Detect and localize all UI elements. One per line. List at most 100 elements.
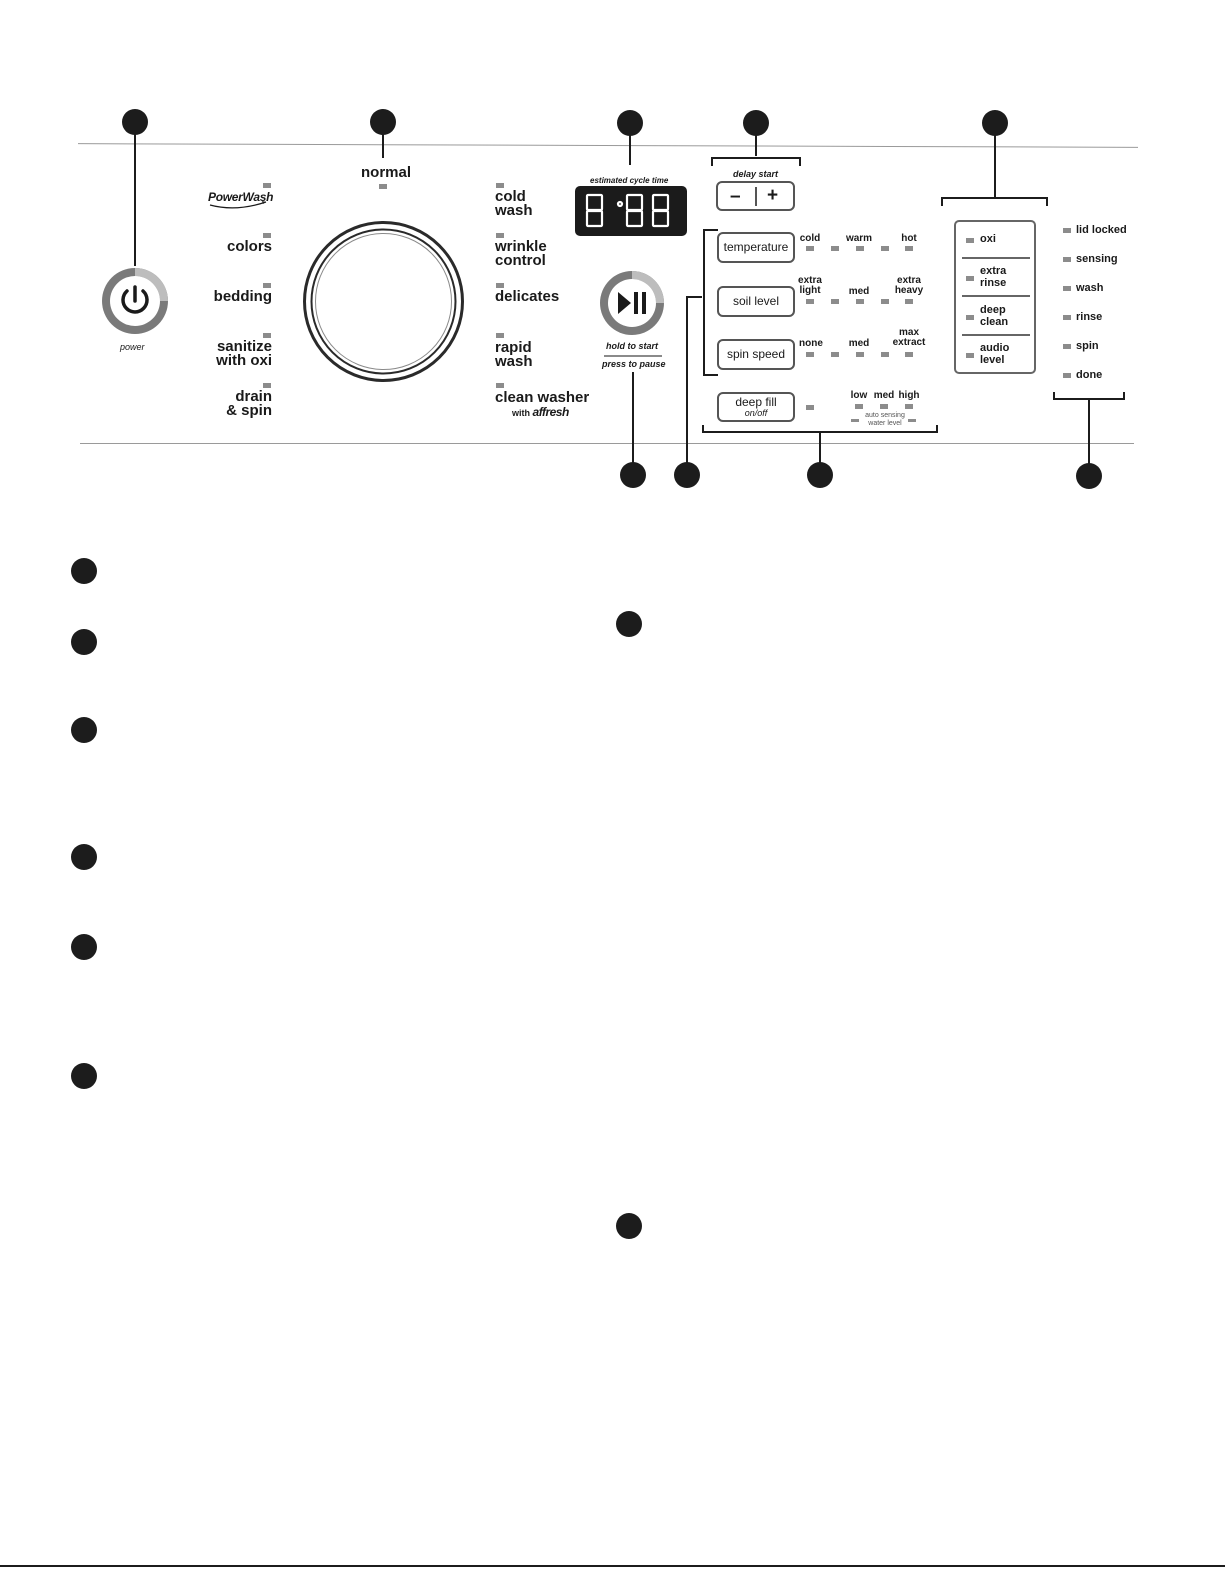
delay-start-bracket xyxy=(702,157,1125,433)
page-bottom-rule xyxy=(0,1565,1225,1567)
spin-led-3 xyxy=(856,352,864,357)
deep-fill-led xyxy=(806,405,814,410)
status-spin-led xyxy=(1063,344,1071,349)
status-rinse-led xyxy=(1063,315,1071,320)
delay-start-button-group: – + xyxy=(716,181,795,211)
modifier-audio-level-led xyxy=(966,353,974,358)
soil-led-5 xyxy=(905,299,913,304)
callout-delay-start xyxy=(743,110,769,136)
start-hold-label: hold to start xyxy=(606,341,658,351)
cycle-normal-label[interactable]: normal xyxy=(361,164,412,181)
cycle-sanitize-label[interactable]: sanitize with oxi xyxy=(216,338,272,369)
modifier-audio-level-button[interactable]: audio level xyxy=(980,342,1010,366)
callout-status-lights xyxy=(1076,463,1102,489)
callout-display xyxy=(617,110,643,136)
temperature-label: temperature xyxy=(723,240,789,254)
status-done-led xyxy=(1063,373,1071,378)
modifier-divider-3 xyxy=(962,334,1030,336)
soil-level-button[interactable]: soil level xyxy=(717,286,795,317)
spin-option-none: none xyxy=(799,338,823,349)
water-level-high: high xyxy=(898,390,920,401)
status-sensing: sensing xyxy=(1076,253,1118,265)
soil-led-1 xyxy=(806,299,814,304)
spin-speed-button[interactable]: spin speed xyxy=(717,339,795,370)
status-spin: spin xyxy=(1076,340,1099,352)
status-wash-led xyxy=(1063,286,1071,291)
auto-sensing-led-left xyxy=(851,419,859,422)
temperature-led-5 xyxy=(905,246,913,251)
temperature-led-3 xyxy=(856,246,864,251)
callout-power-leader xyxy=(134,134,136,266)
soil-option-extra-heavy: extra heavy xyxy=(894,275,924,296)
delay-plus-button[interactable]: + xyxy=(767,185,779,206)
soil-led-4 xyxy=(881,299,889,304)
temperature-led-2 xyxy=(831,246,839,251)
modifier-extra-rinse-button[interactable]: extra rinse xyxy=(980,265,1007,289)
cycle-drain-spin-label[interactable]: drain & spin xyxy=(226,388,272,419)
legend-callout-2 xyxy=(71,629,97,655)
power-label: power xyxy=(120,342,145,352)
modifier-oxi-button[interactable]: oxi xyxy=(980,233,996,245)
delay-start-title: delay start xyxy=(733,169,779,179)
cycle-drain-spin-led xyxy=(263,383,271,388)
water-level-med: med xyxy=(873,390,895,401)
modifier-divider-1 xyxy=(962,257,1030,259)
callout-display-leader xyxy=(629,135,631,165)
cycle-cold-wash-led xyxy=(496,183,504,188)
cycle-wrinkle-control-label[interactable]: wrinkle control xyxy=(495,238,547,269)
cycle-clean-washer-label[interactable]: clean washer xyxy=(495,389,590,406)
cycle-rapid-wash-label[interactable]: rapid wash xyxy=(495,339,533,370)
cycle-colors-label[interactable]: colors xyxy=(226,238,272,255)
spin-led-1 xyxy=(806,352,814,357)
cycle-selector-knob[interactable] xyxy=(302,220,465,383)
start-divider xyxy=(604,355,662,357)
deep-fill-button[interactable]: deep fill on/off xyxy=(717,392,795,422)
temperature-button[interactable]: temperature xyxy=(717,232,795,263)
cycle-cold-wash-label[interactable]: cold wash xyxy=(495,188,533,219)
callout-status-lights-leader xyxy=(1088,399,1090,465)
temperature-option-cold: cold xyxy=(799,233,821,244)
panel-bottom-line xyxy=(80,443,1134,444)
water-level-led-med xyxy=(880,404,888,409)
cycle-powerwash-label[interactable]: PowerWash xyxy=(206,190,274,210)
water-level-led-high xyxy=(905,404,913,409)
deep-fill-sub: on/off xyxy=(744,408,768,418)
modifier-oxi-led xyxy=(966,238,974,243)
modifier-deep-clean-led xyxy=(966,315,974,320)
callout-cycle-settings-leader xyxy=(686,297,688,464)
modifier-deep-clean-button[interactable]: deep clean xyxy=(980,304,1009,328)
delay-minus-button[interactable]: – xyxy=(730,186,741,207)
callout-deep-fill xyxy=(807,462,833,488)
start-press-label: press to pause xyxy=(602,359,666,369)
affresh-with: with xyxy=(512,408,530,418)
status-wash: wash xyxy=(1076,282,1104,294)
temperature-led-4 xyxy=(881,246,889,251)
callout-power xyxy=(122,109,148,135)
cycle-normal-led xyxy=(379,184,387,189)
legend-callout-8 xyxy=(616,1213,642,1239)
spin-option-med: med xyxy=(848,338,870,349)
callout-delay-start-leader xyxy=(755,135,757,156)
cycle-rapid-wash-led xyxy=(496,333,504,338)
modifier-divider-2 xyxy=(962,295,1030,297)
cycle-bedding-label[interactable]: bedding xyxy=(213,288,272,305)
legend-callout-4 xyxy=(71,844,97,870)
cycle-sanitize-led xyxy=(263,333,271,338)
display-title: estimated cycle time xyxy=(590,176,669,185)
soil-option-extra-light: extra light xyxy=(798,275,822,296)
spin-led-4 xyxy=(881,352,889,357)
affresh-note: with affresh xyxy=(512,405,569,419)
legend-callout-1 xyxy=(71,558,97,584)
modifiers-panel xyxy=(954,220,1036,374)
modifier-extra-rinse-led xyxy=(966,276,974,281)
power-button[interactable] xyxy=(100,266,170,336)
callout-cycle-settings xyxy=(674,462,700,488)
cycle-delicates-label[interactable]: delicates xyxy=(495,288,560,305)
status-lid-locked: lid locked xyxy=(1076,224,1127,236)
soil-led-2 xyxy=(831,299,839,304)
status-lid-locked-led xyxy=(1063,228,1071,233)
start-pause-button[interactable] xyxy=(598,269,666,337)
spin-led-2 xyxy=(831,352,839,357)
cycle-time-display xyxy=(575,186,687,236)
status-done: done xyxy=(1076,369,1103,381)
